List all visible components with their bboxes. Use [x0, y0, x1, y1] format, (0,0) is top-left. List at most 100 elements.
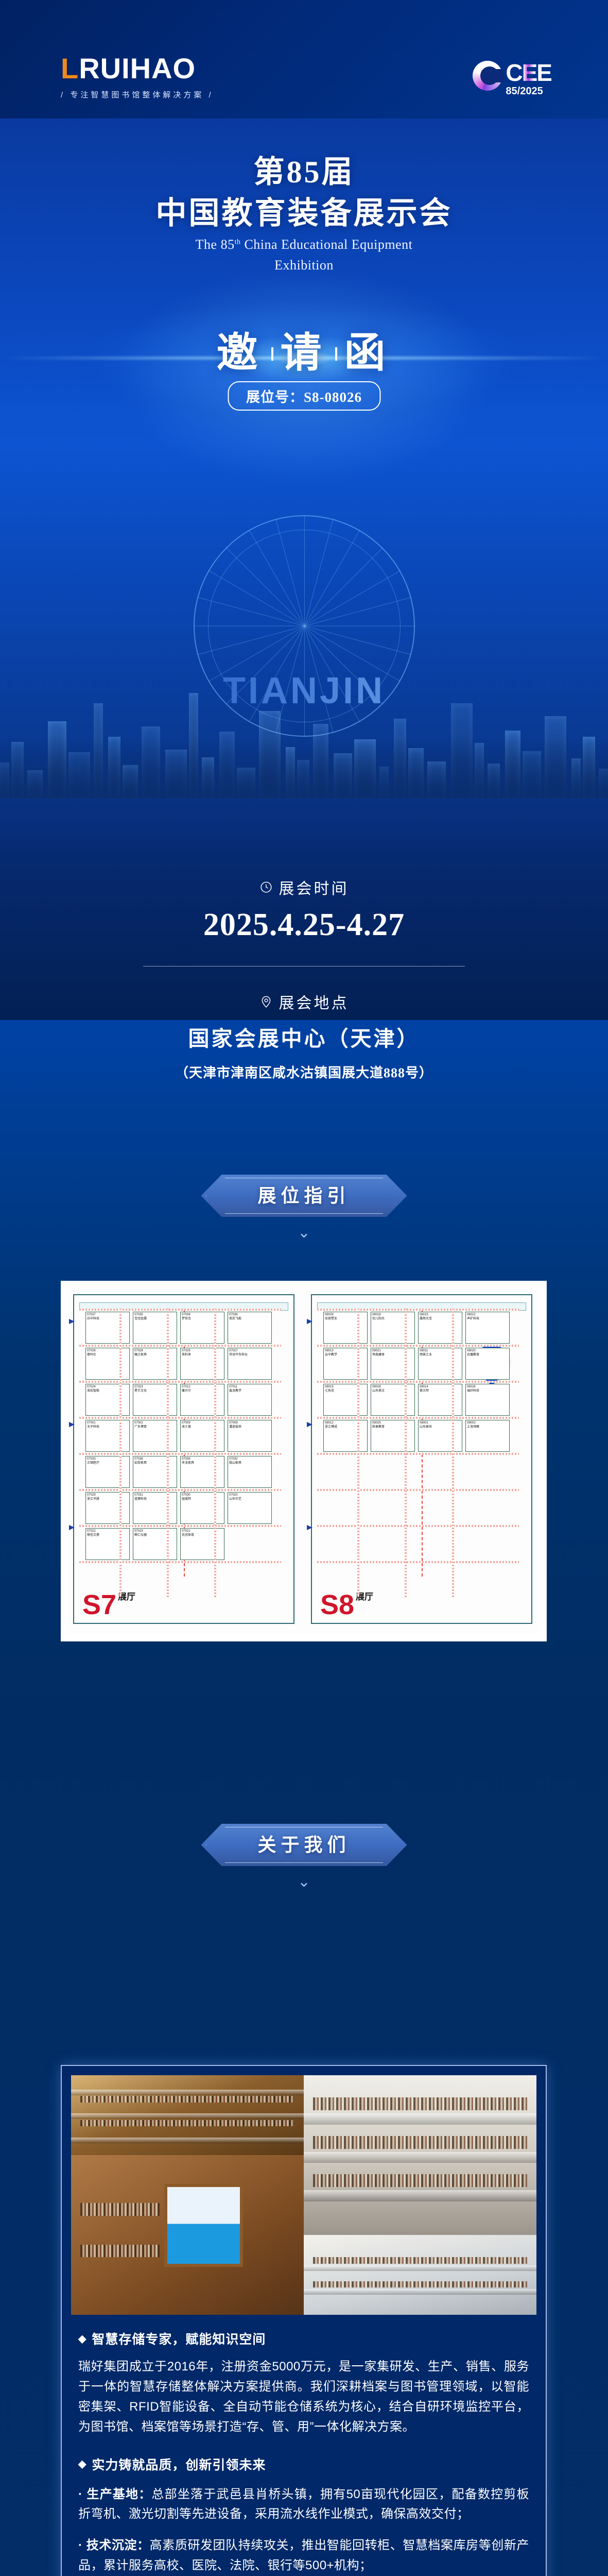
booth-code: 07025	[182, 1349, 190, 1352]
library-photo-collage	[71, 2075, 536, 2315]
event-info-block: 展会时间 2025.4.25-4.27 展会地点 国家会展中心（天津） （天津市…	[0, 876, 608, 1081]
floor-plan-aisle-vertical	[167, 1309, 169, 1597]
booth-code: 08013	[325, 1349, 334, 1352]
booth-code: 08020	[467, 1349, 476, 1352]
floor-plan-aisle	[317, 1345, 519, 1347]
booth-code: 08011	[420, 1349, 428, 1352]
about-paragraph-1: 瑞好集团成立于2016年，注册资金5000万元，是一家集研发、生产、销售、服务于…	[78, 2360, 529, 2434]
diamond-bullet-icon-1: ◆	[78, 2333, 87, 2345]
ferris-wheel-spoke	[304, 519, 334, 626]
booth-name: 潘逊装饰	[229, 1425, 242, 1429]
booth-code: 07030	[182, 1494, 190, 1497]
floor-plan-aisle	[317, 1453, 519, 1455]
booth-code: 08028	[372, 1385, 381, 1388]
event-title-en-part1: The 85	[195, 237, 235, 252]
brand-tagline: / 专注智慧图书馆整体解决方案 /	[61, 91, 214, 99]
booth-name: 陇山家具	[229, 1461, 242, 1465]
hall-s7-code: S7	[82, 1589, 117, 1621]
about-banner: 关于我们	[201, 1824, 407, 1866]
floor-plan-aisle-vertical	[405, 1309, 407, 1597]
booth-code: 08019	[325, 1385, 334, 1388]
about-text-body: ◆ 智慧存储专家，赋能知识空间 瑞好集团成立于2016年，注册资金5000万元，…	[71, 2329, 536, 2576]
booth-code: 07028	[134, 1349, 143, 1352]
clock-icon	[259, 880, 273, 894]
brand-logo: LRUIHAO / 专注智慧图书馆整体解决方案 /	[61, 54, 214, 100]
hero-section: TIANJIN 第85届 中国教育装备展示会 The 85th China Ed…	[0, 118, 608, 1020]
booth-code: 07035	[134, 1313, 143, 1316]
about-heading-1-text: 智慧存储专家，赋能知识空间	[92, 2332, 266, 2347]
about-section-header: 关于我们 ⌄	[0, 1821, 608, 1890]
about-us-card: ◆ 智慧存储专家，赋能知识空间 瑞好集团成立于2016年，注册资金5000万元，…	[61, 2065, 547, 2576]
venue-address: （天津市津南区咸水沽镇国展大道888号）	[175, 1065, 433, 1080]
floor-plan-aisle	[79, 1381, 281, 1383]
booth-name: 纽威特	[182, 1497, 192, 1501]
ferris-wheel-spoke	[304, 515, 305, 626]
invite-char-2: 请	[280, 331, 328, 376]
booth-number-badge: 展位号：S8-08026	[227, 381, 381, 411]
booth-name: 瑞好科技	[467, 1389, 480, 1393]
about-item-2-label: · 技术沉淀：	[78, 2538, 150, 2553]
booth-name: 迪士普	[182, 1425, 192, 1429]
booth-name: 山东美文	[372, 1389, 385, 1393]
ordinal-suffix: th	[234, 238, 241, 246]
brand-logo-rest: RUIHAO	[79, 52, 196, 84]
entrance-arrow-icon	[307, 1319, 312, 1324]
booth-name: 晨辉光宝	[420, 1317, 432, 1320]
booth-code: 08001	[420, 1421, 428, 1425]
booth-code: 07002	[134, 1421, 143, 1425]
booth-code: 07027	[229, 1349, 238, 1352]
hall-s7-suffix: 展厅	[118, 1592, 136, 1602]
floor-plan-aisle	[79, 1489, 281, 1491]
booth-code: 07026	[87, 1349, 96, 1352]
floor-plan-aisle-vertical	[214, 1309, 216, 1597]
brand-logo-text: LRUIHAO	[61, 54, 214, 83]
